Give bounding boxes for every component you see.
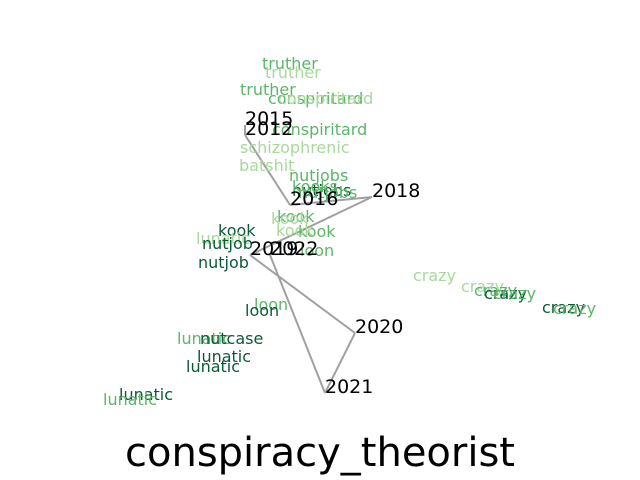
trajectory-segment [244, 134, 291, 206]
word-label: kook [271, 209, 309, 228]
year-label: 2021 [325, 376, 373, 398]
word-label: nutjobs [292, 181, 351, 200]
word-label: lunatic [103, 390, 157, 409]
word-label: crazy [493, 284, 536, 303]
chart-title: conspiracy_theorist [125, 430, 515, 476]
word-label: truther [262, 54, 318, 73]
word-label: nutjobs [289, 166, 348, 185]
word-label: crazy [461, 277, 504, 296]
word-label: nutjob [202, 234, 253, 253]
word-label: lunatic [196, 229, 250, 248]
word-label: crazy [413, 266, 456, 285]
word-label: lunatic [197, 347, 251, 366]
year-label: 2016 [290, 188, 338, 210]
year-label: 2012 [245, 118, 293, 140]
trajectory-segment [324, 332, 356, 394]
word-label: conspiritard [278, 89, 373, 108]
word-label: lunatic [119, 385, 173, 404]
word-label: kook [277, 207, 315, 226]
word-label: lunatic [177, 329, 231, 348]
word-label: conspiritard [268, 89, 363, 108]
year-label: 2020 [355, 316, 403, 338]
word-label: loon [254, 295, 288, 314]
word-label: conspiritard [272, 120, 367, 139]
word-label: loon [245, 301, 279, 320]
word-label: lunatic [186, 357, 240, 376]
year-label: 2019 [250, 238, 298, 260]
year-label: 2015 [245, 108, 293, 130]
year-label: 2022 [270, 238, 318, 260]
trajectory-segment [289, 196, 373, 206]
word-label: crazy [474, 281, 517, 300]
word-label: batshit [239, 156, 294, 175]
word-label: truther [240, 80, 296, 99]
word-label: crazy [553, 299, 596, 318]
word-label: loon [300, 241, 334, 260]
trajectory-segment [269, 254, 326, 394]
word-label: schizophrenic [240, 138, 350, 157]
year-label: 2018 [372, 180, 420, 202]
word-label: kooks [292, 177, 338, 196]
neighbor-words: truthertruthertrutherconspiritardconspir… [103, 54, 596, 409]
trajectory-segment [249, 254, 356, 334]
word-label: kook [218, 221, 256, 240]
word-label: truther [265, 63, 321, 82]
trajectory-segment [249, 196, 373, 256]
word-label: kook [276, 221, 314, 240]
word-label: nutjob [198, 253, 249, 272]
word-label: nutjobs [298, 183, 357, 202]
word-label: crazy [542, 298, 585, 317]
trajectory-path [244, 125, 373, 394]
word-label: nutcase [200, 329, 263, 348]
word-label: kook [298, 222, 336, 241]
word-label: crazy [484, 284, 527, 303]
